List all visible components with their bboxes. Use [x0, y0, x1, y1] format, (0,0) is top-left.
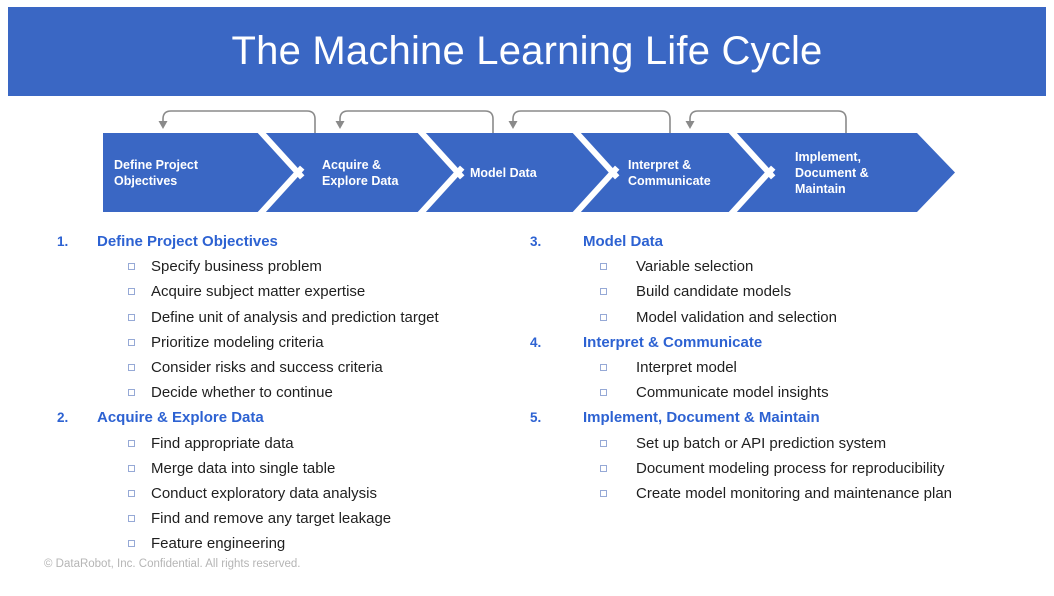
square-bullet-icon: [128, 489, 135, 497]
outline-item-text: Find and remove any target leakage: [151, 510, 392, 528]
outline-item: Communicate model insights: [530, 380, 1030, 405]
outline-item: Prioritize modeling criteria: [57, 330, 497, 355]
footer-copyright: © DataRobot, Inc. Confidential. All righ…: [44, 558, 301, 570]
section-title: Define Project Objectives: [97, 233, 278, 251]
section-title: Model Data: [583, 233, 664, 251]
stage-line: Interpret &: [628, 157, 692, 172]
outline-item-text: Set up batch or API prediction system: [636, 434, 887, 452]
outline-item-text: Communicate model insights: [636, 384, 829, 402]
square-bullet-icon: [600, 389, 607, 397]
section-number: 2.: [57, 410, 69, 426]
square-bullet-icon: [600, 313, 607, 321]
outline-item-text: Find appropriate data: [151, 434, 294, 452]
outline-item: Define unit of analysis and prediction t…: [57, 305, 497, 330]
outline-item-text: Decide whether to continue: [151, 384, 333, 402]
page-title: The Machine Learning Life Cycle: [231, 29, 823, 73]
outline-item: Build candidate models: [530, 279, 1030, 304]
outline-item: Specify business problem: [57, 254, 497, 279]
outline-item-text: Conduct exploratory data analysis: [151, 484, 377, 502]
section-heading: 5. Implement, Document & Maintain: [530, 405, 1030, 430]
section-heading: 1. Define Project Objectives: [57, 229, 497, 254]
section-number: 5.: [530, 410, 542, 426]
square-bullet-icon: [128, 515, 135, 523]
outline-item: Consider risks and success criteria: [57, 355, 497, 380]
square-bullet-icon: [128, 338, 135, 346]
outline-item-text: Build candidate models: [636, 283, 792, 301]
outline-item-text: Define unit of analysis and prediction t…: [151, 308, 439, 326]
stage-implement-document-maintain: Implement, Document & Maintain: [795, 133, 925, 212]
square-bullet-icon: [600, 364, 607, 372]
square-bullet-icon: [128, 364, 135, 372]
stage-line: Acquire &: [322, 157, 382, 172]
square-bullet-icon: [600, 464, 607, 472]
section-heading: 2. Acquire & Explore Data: [57, 405, 497, 430]
square-bullet-icon: [600, 439, 607, 447]
stage-acquire-explore-data: Acquire & Explore Data: [322, 133, 432, 212]
outline-item-text: Document modeling process for reproducib…: [636, 459, 945, 477]
title-banner: The Machine Learning Life Cycle: [8, 7, 1046, 96]
section-title: Acquire & Explore Data: [97, 409, 264, 427]
outline-item: Conduct exploratory data analysis: [57, 481, 497, 506]
outline-item: Find and remove any target leakage: [57, 506, 497, 531]
outline-item: Create model monitoring and maintenance …: [530, 481, 1030, 506]
stage-interpret-communicate: Interpret & Communicate: [628, 133, 748, 212]
section-number: 3.: [530, 234, 542, 250]
square-bullet-icon: [128, 313, 135, 321]
square-bullet-icon: [600, 288, 607, 296]
square-bullet-icon: [128, 288, 135, 296]
outline-item: Interpret model: [530, 355, 1030, 380]
outline-item: Set up batch or API prediction system: [530, 431, 1030, 456]
feedback-loop-arrow-2: [335, 110, 494, 133]
section-heading: 4. Interpret & Communicate: [530, 330, 1030, 355]
outline-item-text: Variable selection: [636, 258, 754, 276]
stage-line: Explore Data: [322, 173, 399, 188]
square-bullet-icon: [128, 540, 135, 548]
feedback-loop-arrow-3: [508, 110, 671, 133]
stage-line: Objectives: [114, 173, 178, 188]
outline-item-text: Acquire subject matter expertise: [151, 283, 366, 301]
feedback-loop-arrow-1: [158, 110, 316, 133]
stage-line: Model Data: [470, 165, 537, 180]
stage-line: Communicate: [628, 173, 711, 188]
outline-item-text: Specify business problem: [151, 258, 322, 276]
square-bullet-icon: [600, 263, 607, 271]
outline-item-text: Prioritize modeling criteria: [151, 333, 324, 351]
process-chevron-band: Define Project Objectives Acquire & Expl…: [103, 133, 955, 212]
square-bullet-icon: [128, 389, 135, 397]
outline-item: Variable selection: [530, 254, 1030, 279]
feedback-loops: [158, 110, 847, 133]
outline-item: Find appropriate data: [57, 431, 497, 456]
square-bullet-icon: [128, 464, 135, 472]
section-title: Interpret & Communicate: [583, 333, 763, 351]
stage-define-project-objectives: Define Project Objectives: [114, 133, 264, 212]
section-heading: 3. Model Data: [530, 229, 1030, 254]
section-title: Implement, Document & Maintain: [583, 409, 820, 427]
outline-item: Model validation and selection: [530, 305, 1030, 330]
outline-item-text: Merge data into single table: [151, 459, 336, 477]
stage-line: Document &: [795, 165, 869, 180]
section-number: 4.: [530, 334, 542, 350]
outline-item-text: Interpret model: [636, 359, 737, 377]
section-number: 1.: [57, 234, 69, 250]
outline-item: Acquire subject matter expertise: [57, 279, 497, 304]
outline-item: Document modeling process for reproducib…: [530, 456, 1030, 481]
stage-line: Define Project: [114, 157, 199, 172]
outline-item: Merge data into single table: [57, 456, 497, 481]
outline-item: Feature engineering: [57, 531, 497, 556]
square-bullet-icon: [128, 263, 135, 271]
square-bullet-icon: [128, 439, 135, 447]
outline-item: Decide whether to continue: [57, 380, 497, 405]
outline-item-text: Create model monitoring and maintenance …: [636, 484, 953, 502]
stage-line: Implement,: [795, 149, 861, 164]
feedback-loop-arrow-4: [685, 110, 847, 133]
outline-item-text: Feature engineering: [151, 535, 286, 553]
stage-line: Maintain: [795, 181, 846, 196]
square-bullet-icon: [600, 489, 607, 497]
outline-item-text: Consider risks and success criteria: [151, 359, 383, 377]
outline-item-text: Model validation and selection: [636, 308, 837, 326]
stage-model-data: Model Data: [470, 133, 590, 212]
